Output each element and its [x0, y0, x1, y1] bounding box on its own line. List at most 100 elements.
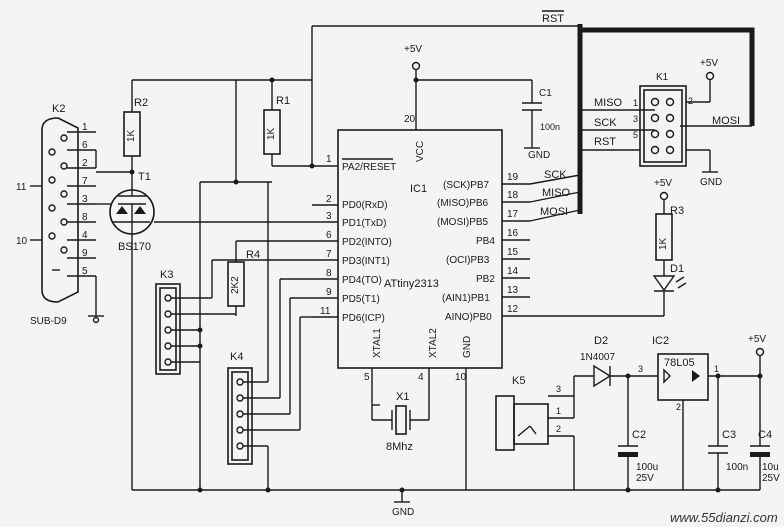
- c2-voltage: 25V: [636, 473, 654, 484]
- k2-pin: 9: [82, 248, 88, 259]
- k5-pin: 1: [556, 406, 561, 416]
- vcc-label: +5V: [700, 58, 718, 69]
- k4-inner: [231, 371, 249, 461]
- ic1-pin-name: XTAL1: [372, 328, 383, 358]
- k1-pin: 1: [633, 98, 638, 108]
- x1-ref: X1: [396, 391, 409, 403]
- t1-part: BS170: [118, 241, 151, 253]
- d1-led: [652, 275, 676, 292]
- ic1-pin-num: 20: [404, 114, 416, 125]
- ic2-pin: 3: [638, 364, 643, 374]
- c2-value: 100u: [636, 462, 658, 473]
- ic1-pin-name: (AIN1)PB1: [442, 293, 490, 304]
- ic1-pin-name: VCC: [415, 141, 426, 162]
- k2-pin: 4: [82, 230, 88, 241]
- ic1-pin-num: 17: [507, 209, 519, 220]
- k2-pin: 5: [82, 266, 88, 277]
- c1-ref: C1: [539, 88, 552, 99]
- k2-pin: 1: [82, 122, 88, 133]
- ic1-pin-name: (MOSI)PB5: [437, 217, 489, 228]
- ic1-pin-name: XTAL2: [428, 328, 439, 358]
- ic1-ref: IC1: [410, 183, 427, 195]
- gnd-label: GND: [392, 507, 414, 518]
- c4-voltage: 25V: [762, 473, 780, 484]
- ic1-pin-num: 19: [507, 172, 519, 183]
- watermark: www.55dianzi.com: [670, 510, 778, 525]
- k1-label: MISO: [594, 97, 623, 109]
- gnd-label: GND: [528, 150, 550, 161]
- r1-ref: R1: [276, 95, 290, 107]
- k2-pin: 2: [82, 158, 88, 169]
- ic2-pin: 2: [676, 402, 681, 412]
- ic1-pin-num: 2: [326, 194, 332, 205]
- ic1-pin-num: 7: [326, 249, 332, 260]
- ic1-pin-num: 10: [455, 372, 467, 383]
- k1-body: [643, 89, 683, 163]
- ic1-pin-name: PA2/RESET: [342, 162, 396, 173]
- k3-ref: K3: [160, 269, 173, 281]
- ic1-pin-num: 11: [320, 306, 331, 317]
- c4-ref: C4: [758, 429, 772, 441]
- k1-label: SCK: [594, 117, 617, 129]
- k5-pin: 3: [556, 384, 561, 394]
- ic1-pin-name: AINO)PB0: [445, 312, 492, 323]
- k3-body: [155, 283, 181, 375]
- ic1-pin-num: 9: [326, 287, 332, 298]
- isp-net-label: MISO: [542, 187, 571, 199]
- ic1-pin-num: 15: [507, 247, 519, 258]
- k5-jack-shell: [513, 403, 549, 445]
- ic1-body: [337, 129, 503, 369]
- ic1-pin-name: (SCK)PB7: [443, 180, 490, 191]
- k5-ref: K5: [512, 375, 525, 387]
- ic1-pin-num: 18: [507, 190, 519, 201]
- ic1-pin-name: (OCI)PB3: [446, 255, 490, 266]
- ic1-pin-num: 5: [364, 372, 370, 383]
- c2-ref: C2: [632, 429, 646, 441]
- ic1-pin-name: PD5(T1): [342, 294, 380, 305]
- r3-ref: R3: [670, 205, 684, 217]
- vcc-label: +5V: [654, 178, 672, 189]
- k2-pin: 8: [82, 212, 88, 223]
- ic1-pin-name: (MISO)PB6: [437, 198, 489, 209]
- ic1-pin-num: 14: [507, 266, 519, 277]
- k2-type: SUB-D9: [30, 316, 67, 327]
- d1-ref: D1: [670, 263, 684, 275]
- ic1-pin-num: 8: [326, 268, 332, 279]
- k2-pin: 6: [82, 140, 88, 151]
- isp-net-label: SCK: [544, 169, 567, 181]
- ic2-pin: 1: [714, 364, 719, 374]
- k3-inner: [159, 287, 177, 371]
- ic1-pin-num: 4: [418, 372, 424, 383]
- ic1-pin-name: PD6(ICP): [342, 313, 385, 324]
- ic1-pin-name: PD4(TO): [342, 275, 382, 286]
- r3-value: 1K: [658, 237, 669, 250]
- ic1-pin-num: 3: [326, 211, 332, 222]
- k5-jack-body: [495, 395, 515, 451]
- ic2-ref: IC2: [652, 335, 669, 347]
- ic2-part: 78L05: [664, 357, 695, 369]
- k2-pin: 7: [82, 176, 88, 187]
- ic1-pin-num: 12: [507, 304, 519, 315]
- ic1-pin-name: PB4: [476, 236, 495, 247]
- c1-value: 100n: [540, 122, 560, 132]
- k2-pin: 3: [82, 194, 88, 205]
- k4-ref: K4: [230, 351, 243, 363]
- r3-body: [655, 213, 673, 261]
- r4-value: 2K2: [230, 276, 241, 294]
- k1-frame: [639, 85, 687, 167]
- c4-value: 10u: [762, 462, 779, 473]
- r2-ref: R2: [134, 97, 148, 109]
- c3-value: 100n: [726, 462, 748, 473]
- k1-label: MOSI: [712, 115, 740, 127]
- k2-connector-shell: [41, 117, 79, 303]
- x1-crystal: [395, 405, 407, 435]
- k2-side-label: 10: [16, 236, 28, 247]
- c3-ref: C3: [722, 429, 736, 441]
- k1-pin: 3: [633, 114, 638, 124]
- d2-ref: D2: [594, 335, 608, 347]
- ic1-pin-name: PD2(INTO): [342, 237, 392, 248]
- isp-bus-top: [580, 27, 755, 126]
- vcc-label: +5V: [404, 44, 422, 55]
- k1-pin: 5: [633, 130, 638, 140]
